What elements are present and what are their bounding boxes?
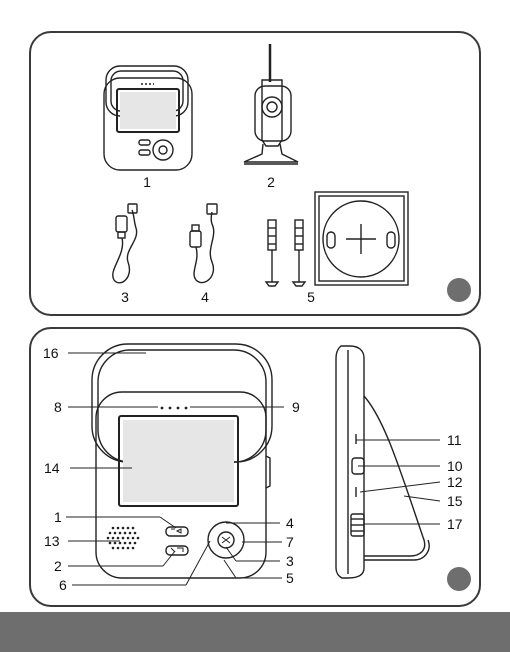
callout-1: 1 bbox=[54, 509, 62, 525]
item-label-4: 4 bbox=[201, 289, 209, 305]
callout-3: 3 bbox=[286, 553, 294, 569]
callout-15: 15 bbox=[447, 493, 463, 509]
callout-10: 10 bbox=[447, 458, 463, 474]
callout-14: 14 bbox=[44, 460, 60, 476]
item-label-2: 2 bbox=[267, 174, 275, 190]
callout-8: 8 bbox=[54, 399, 62, 415]
parent-unit-illustration bbox=[104, 66, 192, 170]
callout-7: 7 bbox=[286, 534, 294, 550]
baby-camera-illustration bbox=[244, 44, 298, 164]
usb-cable-b-illustration bbox=[190, 204, 217, 283]
item-label-1: 1 bbox=[143, 174, 151, 190]
callout-leaders bbox=[66, 353, 440, 585]
callout-13: 13 bbox=[44, 533, 60, 549]
mounting-kit-illustration bbox=[266, 192, 408, 286]
callout-17: 17 bbox=[447, 516, 463, 532]
item-label-3: 3 bbox=[121, 289, 129, 305]
callout-6: 6 bbox=[59, 577, 67, 593]
button-glyphs bbox=[171, 529, 230, 552]
monitor-side-illustration bbox=[336, 346, 429, 578]
speaker-grille bbox=[107, 527, 140, 550]
callout-16: 16 bbox=[43, 345, 59, 361]
callout-4: 4 bbox=[286, 515, 294, 531]
callout-2: 2 bbox=[54, 558, 62, 574]
page-badge-bottom bbox=[447, 567, 471, 591]
callout-5: 5 bbox=[286, 570, 294, 586]
callout-9: 9 bbox=[292, 399, 300, 415]
page-badge-top bbox=[447, 278, 471, 302]
footer-bar bbox=[0, 612, 510, 652]
item-label-5: 5 bbox=[307, 289, 315, 305]
usb-cable-a-illustration bbox=[113, 204, 137, 283]
callout-12: 12 bbox=[447, 474, 463, 490]
indicator-leds bbox=[161, 407, 188, 410]
callout-11: 11 bbox=[447, 432, 462, 448]
